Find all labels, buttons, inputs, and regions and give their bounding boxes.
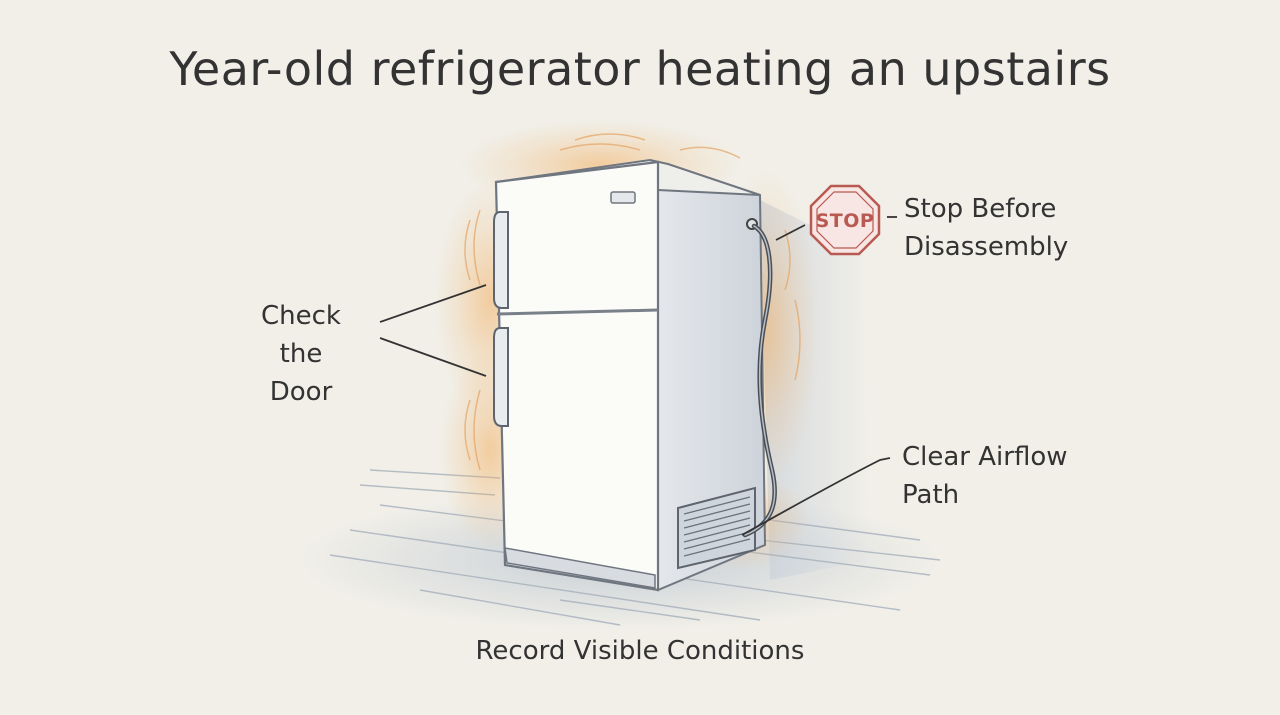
label-record-conditions: Record Visible Conditions bbox=[475, 636, 805, 666]
freezer-door-seam bbox=[496, 308, 659, 316]
leader-lines bbox=[379, 216, 897, 536]
page-title: Year-old refrigerator heating an upstair… bbox=[169, 42, 1111, 96]
label-stop-before-disassembly: Stop Before Disassembly bbox=[904, 194, 1069, 262]
label-check-door: Check the Door bbox=[261, 301, 341, 407]
kick-plate bbox=[504, 547, 656, 589]
fridge-handle bbox=[493, 327, 509, 427]
leader-door-lower bbox=[379, 337, 487, 377]
stop-sign-text: STOP bbox=[816, 210, 875, 232]
fridge-front bbox=[494, 160, 660, 592]
stop-sign-icon: STOP bbox=[809, 184, 881, 256]
brand-badge bbox=[610, 191, 636, 204]
vent-grille bbox=[677, 486, 756, 570]
label-clear-airflow: Clear Airflow Path bbox=[902, 442, 1068, 510]
leader-airflow bbox=[741, 457, 891, 536]
freezer-handle bbox=[493, 211, 509, 309]
leader-stop bbox=[775, 224, 806, 241]
leader-door-upper bbox=[379, 284, 487, 323]
